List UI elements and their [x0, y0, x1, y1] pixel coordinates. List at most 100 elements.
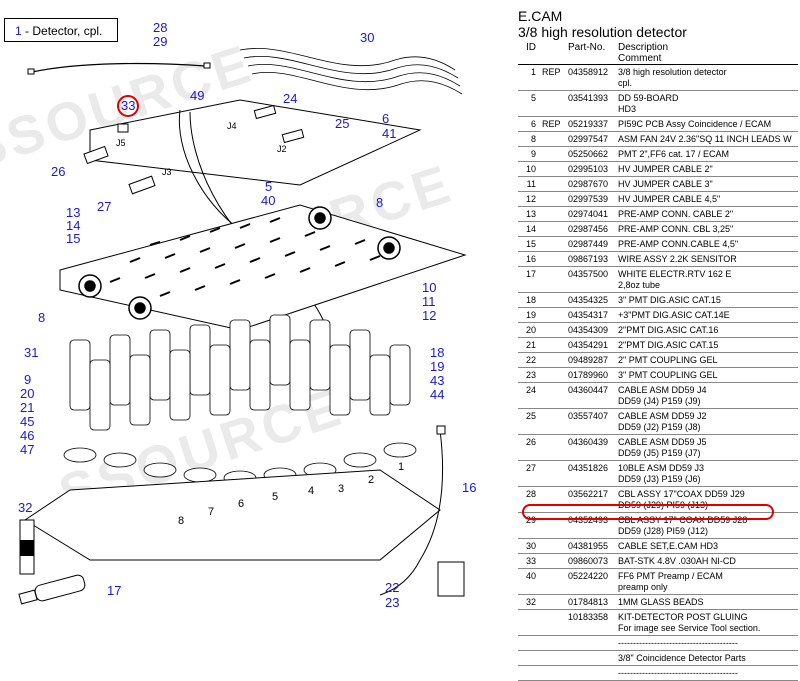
- row-partno: 04354309: [568, 325, 609, 335]
- svg-text:49: 49: [190, 88, 204, 103]
- row-partno: 02987449: [568, 239, 609, 249]
- row-rep: [542, 338, 568, 352]
- row-rep: [542, 636, 568, 650]
- coax-cable: [31, 62, 206, 73]
- svg-text:J2: J2: [277, 144, 287, 154]
- row-desc: HV JUMPER CABLE 2": [618, 164, 713, 174]
- row-id: 19: [525, 310, 536, 320]
- row-desc: 3" PMT COUPLING GEL: [618, 370, 718, 380]
- svg-text:4: 4: [308, 485, 314, 497]
- row-desc: 2" PMT COUPLING GEL: [618, 355, 718, 365]
- row-partno: 04360439: [568, 437, 609, 447]
- row-rep: [542, 353, 568, 367]
- svg-text:43: 43: [430, 373, 444, 388]
- row-id: 12: [525, 194, 536, 204]
- svg-text:8: 8: [376, 195, 383, 210]
- row-partno: 03541393: [568, 93, 609, 103]
- row-id: 22: [525, 355, 536, 365]
- svg-text:14: 14: [66, 218, 80, 233]
- row-id: 28: [525, 489, 536, 499]
- svg-text:6: 6: [382, 111, 389, 126]
- row-desc: PMT 2",FF6 cat. 17 / ECAM: [618, 149, 730, 159]
- row-partno: 04354317: [568, 310, 609, 320]
- row-desc: PRE-AMP CONN. CABLE 2": [618, 209, 734, 219]
- row-id: 24: [525, 385, 536, 395]
- row-id: [518, 636, 542, 650]
- parts-list: E.CAM 3/8 high resolution detector ID Pa…: [518, 8, 798, 681]
- row-desc: PI59C PCB Assy Coincidence / ECAM: [618, 119, 772, 129]
- row-partno: 02987456: [568, 224, 609, 234]
- row-rep: [542, 610, 568, 635]
- row-id: 26: [525, 437, 536, 447]
- row-rep: [542, 435, 568, 460]
- row-desc: 10BLE ASM DD59 J3: [618, 463, 705, 473]
- row-partno: 04360447: [568, 385, 609, 395]
- fan: [78, 206, 401, 320]
- row-rep: [542, 513, 568, 538]
- table-row: 3/8" Coincidence Detector Parts: [518, 651, 798, 666]
- row-id: 13: [525, 209, 536, 219]
- row-rep: [542, 222, 568, 236]
- row-rep: [542, 569, 568, 594]
- row-partno: 03562217: [568, 489, 609, 499]
- row-partno: 10183358: [568, 612, 609, 622]
- row-partno: 04352493: [568, 515, 609, 525]
- row-id: 5: [530, 93, 536, 103]
- row-rep: [542, 308, 568, 322]
- row-rep: [542, 539, 568, 553]
- svg-text:46: 46: [20, 428, 34, 443]
- row-id: 27: [525, 463, 536, 473]
- svg-text:17: 17: [107, 583, 121, 598]
- row-desc: CABLE SET,E.CAM HD3: [618, 541, 719, 551]
- row-partno: 05250662: [568, 149, 609, 159]
- row-id: 21: [525, 340, 536, 350]
- svg-text:16: 16: [462, 480, 476, 495]
- svg-text:J5: J5: [116, 138, 126, 148]
- crystal-tray: [24, 469, 441, 561]
- preamp-board: [59, 204, 467, 331]
- row-comment: DD59 (J2) P159 (J8): [618, 422, 701, 432]
- pmt-array: [69, 314, 411, 431]
- row-desc: CABLE ASM DD59 J4: [618, 385, 707, 395]
- svg-text:41: 41: [382, 126, 396, 141]
- svg-text:15: 15: [66, 231, 80, 246]
- svg-text:6: 6: [238, 498, 244, 510]
- row-rep: [542, 162, 568, 176]
- row-id: 25: [525, 411, 536, 421]
- row-partno: 04381955: [568, 541, 609, 551]
- row-comment: DD59 (J5) P159 (J7): [618, 448, 701, 458]
- row-desc: PRE-AMP CONN. CBL 3,25": [618, 224, 734, 234]
- row-rep: [542, 91, 568, 116]
- row-desc: 3/8" Coincidence Detector Parts: [618, 653, 746, 663]
- exploded-diagram: SSOURCE SSOURCE SSOURCE: [0, 20, 476, 610]
- row-desc: ASM FAN 24V 2.36"SQ 11 INCH LEADS W: [618, 134, 792, 144]
- row-partno: 04358912: [568, 67, 609, 77]
- header-desc: Description: [618, 42, 669, 53]
- row-partno: 09867193: [568, 254, 609, 264]
- svg-text:19: 19: [430, 359, 444, 374]
- row-comment: DD59 (J28) PI59 (J12): [618, 526, 709, 536]
- row-rep: [542, 147, 568, 161]
- row-desc: BAT-STK 4.8V .030AH NI-CD: [618, 556, 736, 566]
- row-partno: 03557407: [568, 411, 609, 421]
- svg-text:28: 28: [153, 20, 167, 35]
- svg-text:26: 26: [51, 164, 65, 179]
- callout-labels: 28 29 30 33 49 24 25 6 41 J4 J2 J5 26 J3…: [18, 20, 476, 610]
- row-rep: [542, 267, 568, 292]
- glass-beads-vial: [19, 519, 35, 575]
- svg-text:18: 18: [430, 345, 444, 360]
- row-partno: 05219337: [568, 119, 609, 129]
- svg-text:23: 23: [385, 595, 399, 610]
- row-comment: DD59 (J3) P159 (J6): [618, 474, 701, 484]
